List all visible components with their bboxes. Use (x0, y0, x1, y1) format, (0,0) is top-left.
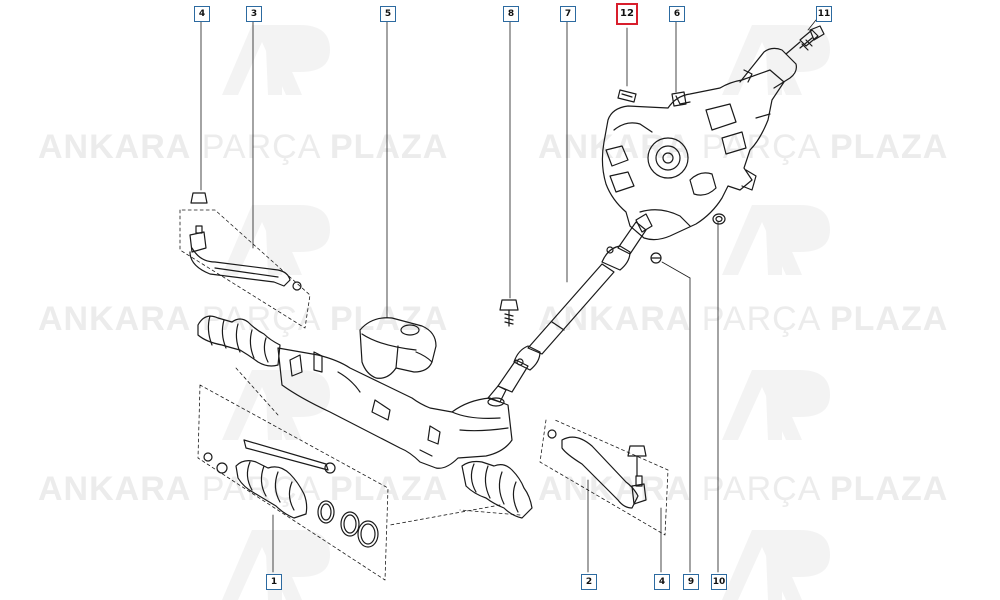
callout-4-right: 4 (654, 574, 670, 590)
left-tie-rod-end (189, 192, 302, 291)
watermark-logo (222, 370, 330, 440)
callout-6: 6 (669, 6, 685, 22)
bracket-6 (671, 91, 687, 107)
watermark-logo (222, 25, 330, 95)
steering-column (601, 29, 819, 241)
watermark-text: ANKARA PARÇA PLAZA (538, 128, 949, 166)
callout-7: 7 (560, 6, 576, 22)
watermark-logo (722, 25, 830, 95)
callout-4: 4 (194, 6, 210, 22)
callout-8: 8 (503, 6, 519, 22)
pin-12 (617, 89, 637, 103)
callout-3: 3 (246, 6, 262, 22)
watermark-text: ANKARA PARÇA PLAZA (538, 300, 949, 338)
bolt-9 (650, 252, 662, 264)
watermark-logo (722, 530, 830, 600)
screw-11 (799, 25, 825, 51)
callout-1: 1 (266, 574, 282, 590)
rack-housing (277, 347, 513, 469)
right-bellows (461, 460, 533, 519)
watermark-text: ANKARA PARÇA PLAZA (38, 128, 449, 166)
leader-lines (200, 19, 817, 573)
right-tie-rod-end (547, 429, 647, 509)
washer-10 (712, 213, 726, 225)
callout-5: 5 (380, 6, 396, 22)
watermark-logo (222, 205, 330, 275)
callout-9: 9 (683, 574, 699, 590)
rubber-mount (359, 317, 437, 379)
watermark-logo (722, 205, 830, 275)
bolt-8 (499, 299, 519, 327)
left-bellows (197, 315, 281, 367)
watermark-text: ANKARA PARÇA PLAZA (538, 470, 949, 508)
watermark-logo (722, 370, 830, 440)
callout-11: 11 (816, 6, 832, 22)
watermark-text: ANKARA PARÇA PLAZA (38, 470, 449, 508)
exploded-view-boxes (179, 209, 669, 581)
callout-10: 10 (711, 574, 727, 590)
callout-12-highlighted: 12 (616, 3, 638, 25)
inner-tie-rod-kit (203, 439, 379, 548)
callout-2: 2 (581, 574, 597, 590)
